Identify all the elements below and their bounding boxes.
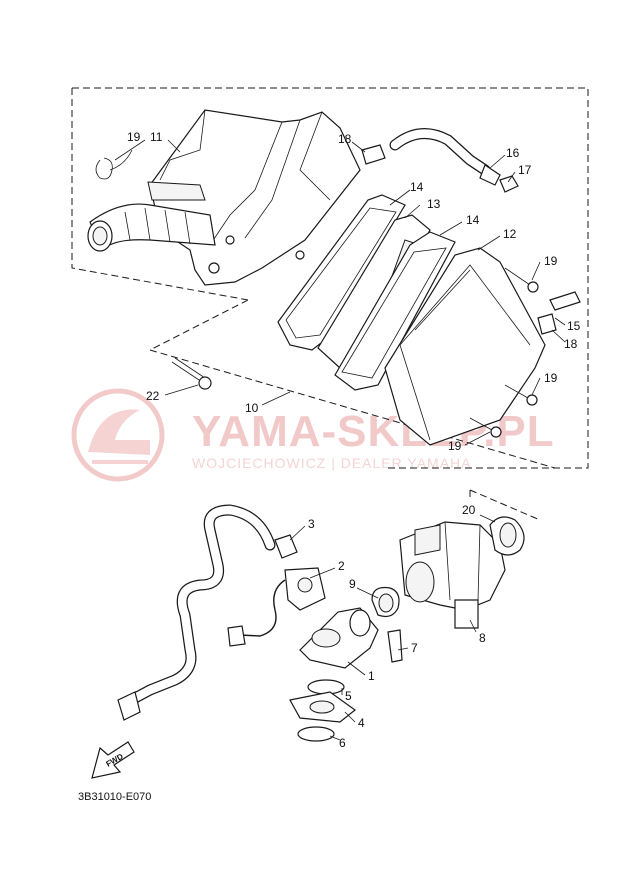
throttle-body xyxy=(399,521,506,629)
callout-14-second: 14 xyxy=(466,213,480,227)
band-part-21 xyxy=(489,516,525,556)
sensor-wire xyxy=(227,579,286,647)
clip-part-20 xyxy=(95,149,133,180)
intake-duct xyxy=(87,203,216,252)
callout-14-first: 14 xyxy=(410,180,424,194)
gasket-part-14-b xyxy=(334,231,456,391)
callout-12: 12 xyxy=(503,227,517,241)
callout-11: 11 xyxy=(150,130,163,144)
screw-part-7 xyxy=(387,629,403,663)
screw-part-19-bottom xyxy=(469,417,502,438)
callout-6: 6 xyxy=(339,736,346,750)
insulator-part-4 xyxy=(289,691,356,723)
callout-19-bottom: 19 xyxy=(448,439,462,453)
callout-13: 13 xyxy=(427,197,441,211)
callout-3: 3 xyxy=(308,517,315,531)
breather-hose xyxy=(117,504,276,721)
callout-19-middle: 19 xyxy=(544,371,558,385)
callout-18-right: 18 xyxy=(564,337,578,351)
forward-arrow-icon: FWD xyxy=(91,741,135,779)
callout-21: 20 xyxy=(462,503,476,517)
callout-9: 9 xyxy=(349,577,356,591)
callout-8: 8 xyxy=(479,631,486,645)
valve-part-2 xyxy=(284,567,326,611)
clamp-part-18-right xyxy=(537,313,557,335)
callout-10: 10 xyxy=(245,401,259,415)
diagram-code: 3B31010-E070 xyxy=(78,791,151,803)
air-cleaner-cover xyxy=(384,247,546,446)
dealer-logo xyxy=(71,388,165,482)
bolt-part-22 xyxy=(171,357,212,390)
callout-17: 17 xyxy=(518,163,532,177)
carb-joint-boundary xyxy=(469,489,541,521)
fitting-part-3 xyxy=(274,534,298,559)
air-cleaner-assembly-boundary xyxy=(71,87,589,469)
drain-hose-assembly xyxy=(361,128,519,193)
callout-leader-lines xyxy=(114,139,566,741)
screw-part-19-top xyxy=(504,267,539,293)
callout-4: 4 xyxy=(358,716,365,730)
intake-manifold xyxy=(299,607,379,669)
clamp-part-9 xyxy=(371,586,400,618)
callout-15: 15 xyxy=(567,319,581,333)
callout-7: 7 xyxy=(411,641,418,655)
o-ring-part-6 xyxy=(297,726,335,742)
callout-19-top: 19 xyxy=(544,254,558,268)
callout-2: 2 xyxy=(338,559,345,573)
callout-18-top: 18 xyxy=(338,132,352,146)
o-ring-part-5 xyxy=(307,679,345,695)
callout-labels: 19 11 18 14 13 14 12 16 17 19 15 18 19 1… xyxy=(127,130,581,750)
callout-16: 16 xyxy=(506,146,520,160)
callout-5: 5 xyxy=(345,689,352,703)
callout-22: 22 xyxy=(146,389,160,403)
callout-20: 19 xyxy=(127,130,141,144)
watermark-subtitle: WOJCIECHOWICZ | DEALER YAMAHA xyxy=(192,455,471,471)
screw-part-19-middle xyxy=(504,384,538,406)
callout-1: 1 xyxy=(368,669,375,683)
plug-part-15 xyxy=(549,291,581,311)
